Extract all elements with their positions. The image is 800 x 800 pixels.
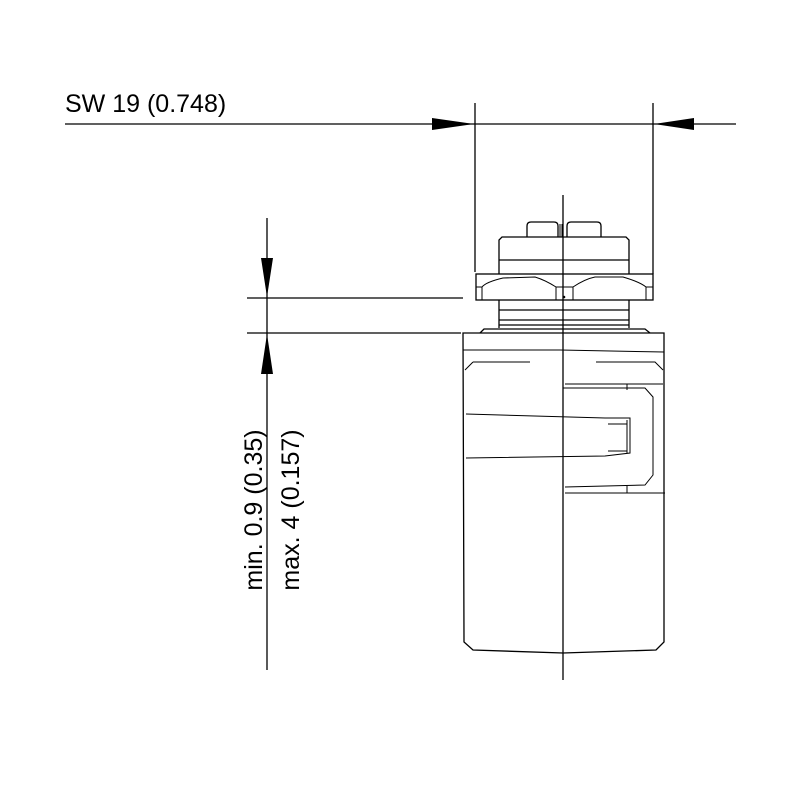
arrow-left-icon [654, 118, 694, 130]
thickness-max-label: max. 4 (0.157) [277, 429, 305, 590]
thickness-min-label: min. 0.9 (0.35) [240, 429, 268, 590]
arrow-up-icon [261, 334, 273, 374]
thickness-dimension: min. 0.9 (0.35) max. 4 (0.157) [240, 218, 463, 670]
arrow-down-icon [261, 258, 273, 297]
width-dimension: SW 19 (0.748) [65, 90, 736, 274]
connector-part [462, 195, 665, 680]
arrow-right-icon [432, 118, 474, 130]
width-dimension-label: SW 19 (0.748) [65, 90, 226, 118]
